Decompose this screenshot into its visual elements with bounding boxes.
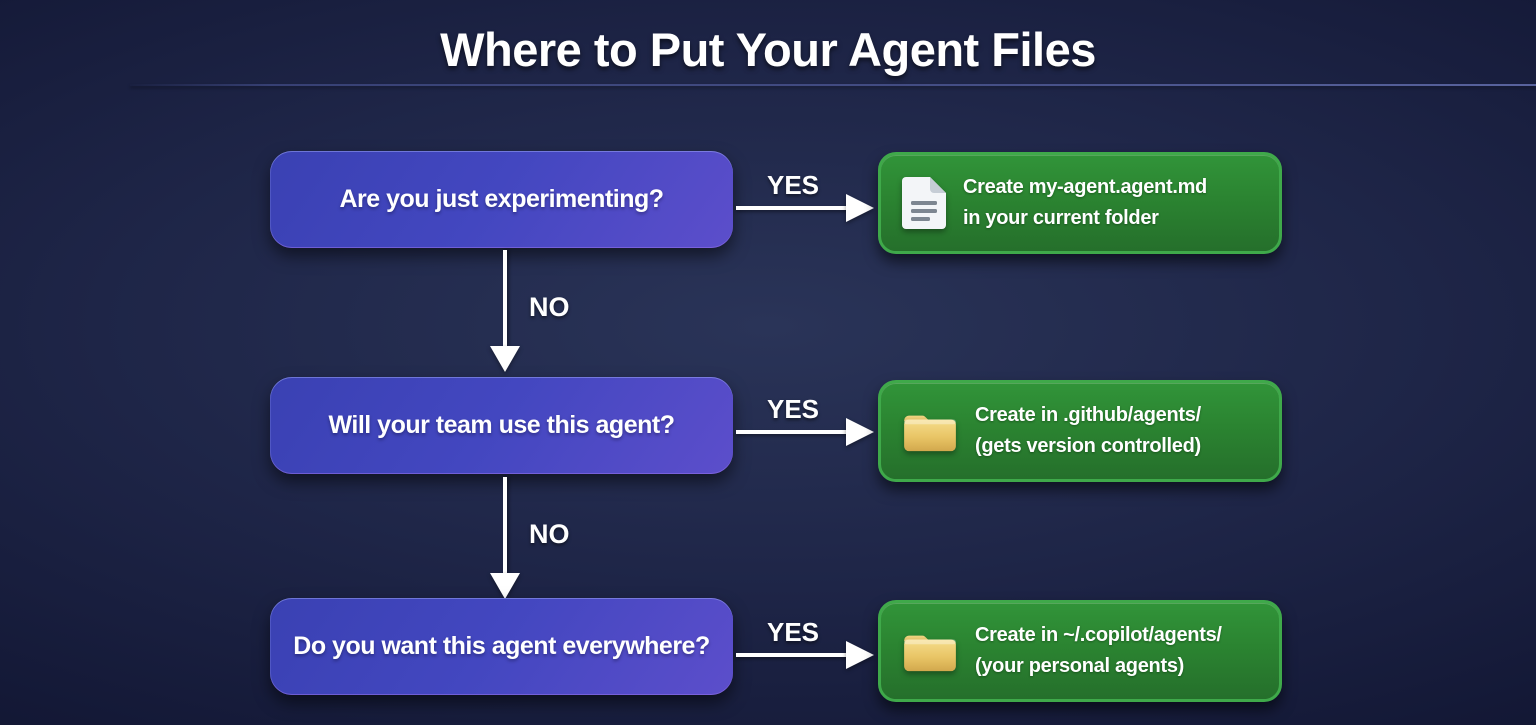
arrow-line [503,250,507,346]
yes-arrow-row2: YES [736,394,874,458]
document-icon [901,176,947,230]
question-box-agent-everywhere: Do you want this agent everywhere? [270,598,733,695]
arrow-line [736,206,850,210]
arrow-line [736,430,850,434]
answer-line-2: (gets version controlled) [975,435,1201,457]
answer-box-github-agents: Create in .github/agents/ (gets version … [878,380,1282,482]
answer-text: Create in ~/.copilot/agents/ (your perso… [975,620,1222,682]
yes-label: YES [766,170,820,200]
arrow-head-icon [490,346,520,372]
yes-arrow-row3: YES [736,617,874,681]
answer-box-current-folder: Create my-agent.agent.md in your current… [878,152,1282,254]
title-divider [130,84,1536,86]
answer-box-copilot-agents: Create in ~/.copilot/agents/ (your perso… [878,600,1282,702]
question-box-team-use: Will your team use this agent? [270,377,733,474]
folder-icon [901,628,959,674]
no-arrow-2: NO [490,477,623,599]
answer-line-1: Create in ~/.copilot/agents/ [975,624,1222,646]
answer-line-1: Create in .github/agents/ [975,404,1201,426]
question-text: Will your team use this agent? [328,411,675,439]
arrow-head-icon [846,641,874,669]
folder-icon [901,408,959,454]
no-label: NO [529,519,570,549]
no-arrow-1: NO [490,250,623,372]
arrow-line [503,477,507,573]
question-text: Do you want this agent everywhere? [293,632,710,660]
arrow-head-icon [490,573,520,599]
answer-line-2: in your current folder [963,207,1159,229]
answer-text: Create in .github/agents/ (gets version … [975,400,1201,462]
yes-label: YES [766,617,820,647]
yes-label: YES [766,394,820,424]
answer-line-2: (your personal agents) [975,655,1184,677]
no-label: NO [529,292,570,322]
arrow-head-icon [846,418,874,446]
question-box-experimenting: Are you just experimenting? [270,151,733,248]
question-text: Are you just experimenting? [339,185,664,213]
arrow-head-icon [846,194,874,222]
answer-text: Create my-agent.agent.md in your current… [963,172,1207,234]
page-title: Where to Put Your Agent Files [440,23,1096,76]
answer-line-1: Create my-agent.agent.md [963,176,1207,198]
arrow-line [736,653,850,657]
yes-arrow-row1: YES [736,170,874,234]
